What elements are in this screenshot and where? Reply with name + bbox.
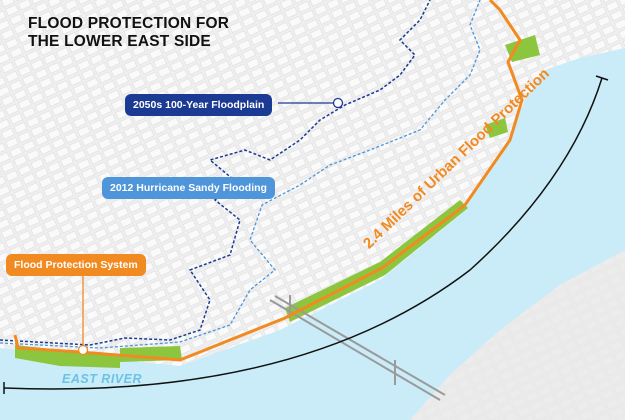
sandy-2012-line: [0, 0, 481, 349]
bridge: [269, 295, 446, 401]
page-title: FLOOD PROTECTION FOR THE LOWER EAST SIDE: [28, 15, 229, 51]
title-line-1: FLOOD PROTECTION FOR: [28, 15, 230, 32]
floodplain-2050s-line: [0, 0, 431, 346]
brooklyn-shore: [410, 250, 625, 420]
east-river-label: EAST RIVER: [62, 372, 143, 386]
floodplain-2050s-label: 2050s 100-Year Floodplain: [125, 94, 273, 116]
east-river: [0, 48, 625, 420]
arc-end-tick: [595, 75, 609, 81]
title-line-2: THE LOWER EAST SIDE: [28, 33, 211, 50]
distance-arc: [3, 77, 603, 390]
sandy-2012-label: 2012 Hurricane Sandy Flooding: [102, 177, 275, 199]
flood-protection-label: Flood Protection System: [6, 254, 146, 276]
